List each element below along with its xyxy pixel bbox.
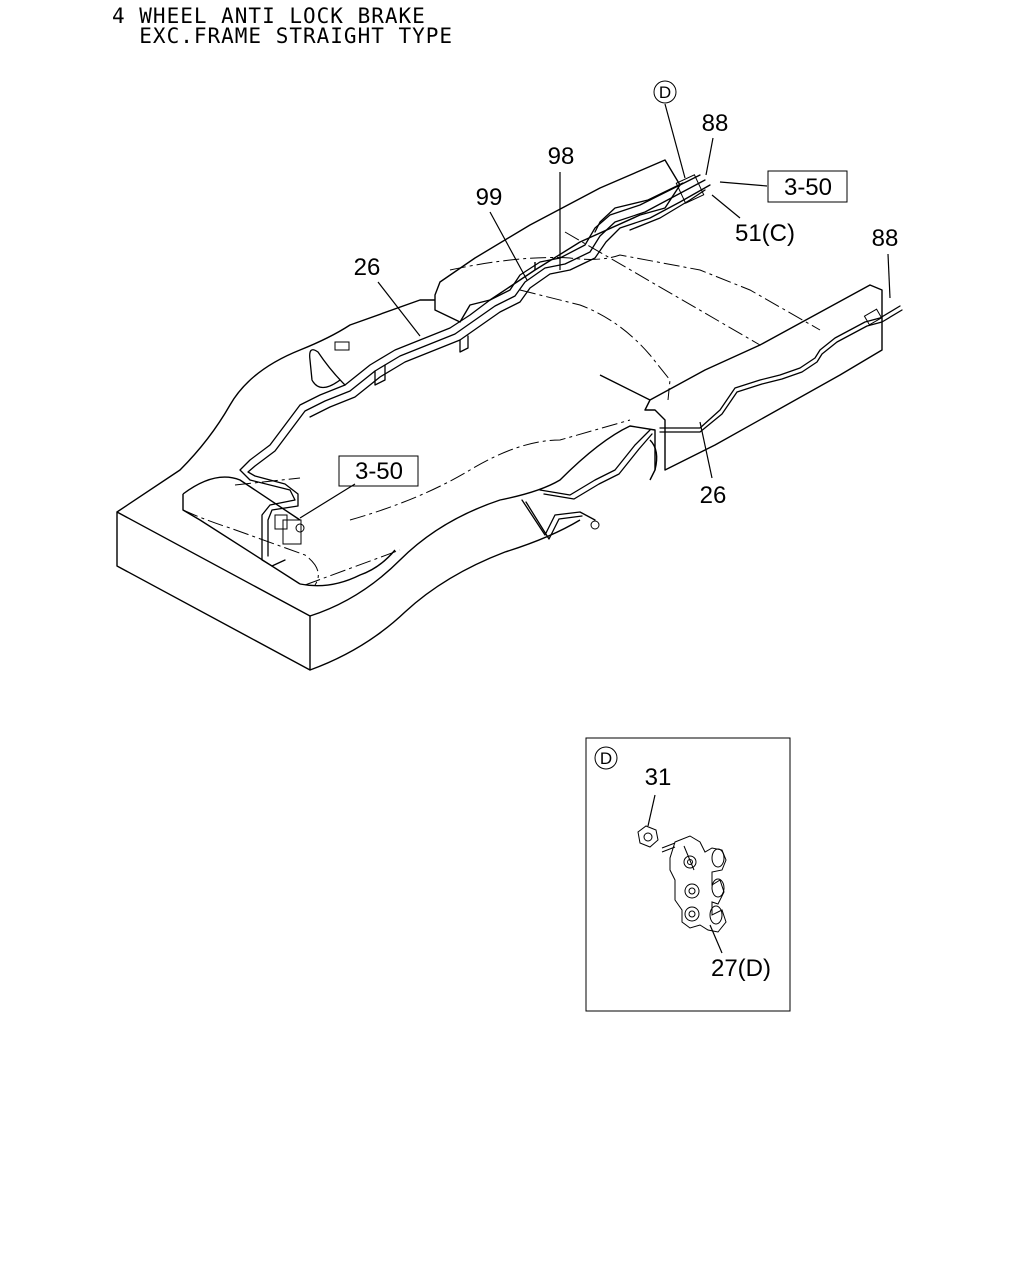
part-26-top: 26 [354,254,381,281]
part-51c: 51(C) [735,220,795,247]
detail-d-inset: D 31 [585,737,791,1012]
diagram-title-line-1: 4 WHEEL ANTI LOCK BRAKE [112,4,426,28]
diagram-title-line-2: EXC.FRAME STRAIGHT TYPE [112,24,454,48]
ref-box-top [767,170,848,203]
part-99: 99 [476,184,503,211]
detail-d-marker: D [600,749,612,768]
ref-3-50-top: 3-50 [784,174,832,201]
part-98: 98 [548,143,575,170]
part-27d: 27(D) [711,955,771,982]
frame-rails [116,159,883,671]
ref-box-left [338,455,419,487]
part-88-right: 88 [872,225,899,252]
part-88-top: 88 [702,110,729,137]
leader-lines [299,103,891,519]
frame-centerlines [182,231,821,586]
pipe-fittings [274,174,883,545]
junction-block-27d-icon [661,835,727,933]
callout-d-top-text: D [659,83,671,102]
callout-d-top: D [653,80,677,104]
nut-31-icon [637,825,659,848]
part-31: 31 [645,764,672,791]
part-26-bottom: 26 [700,482,727,509]
brake-pipe-runs [239,174,903,567]
ref-3-50-left: 3-50 [355,458,403,485]
